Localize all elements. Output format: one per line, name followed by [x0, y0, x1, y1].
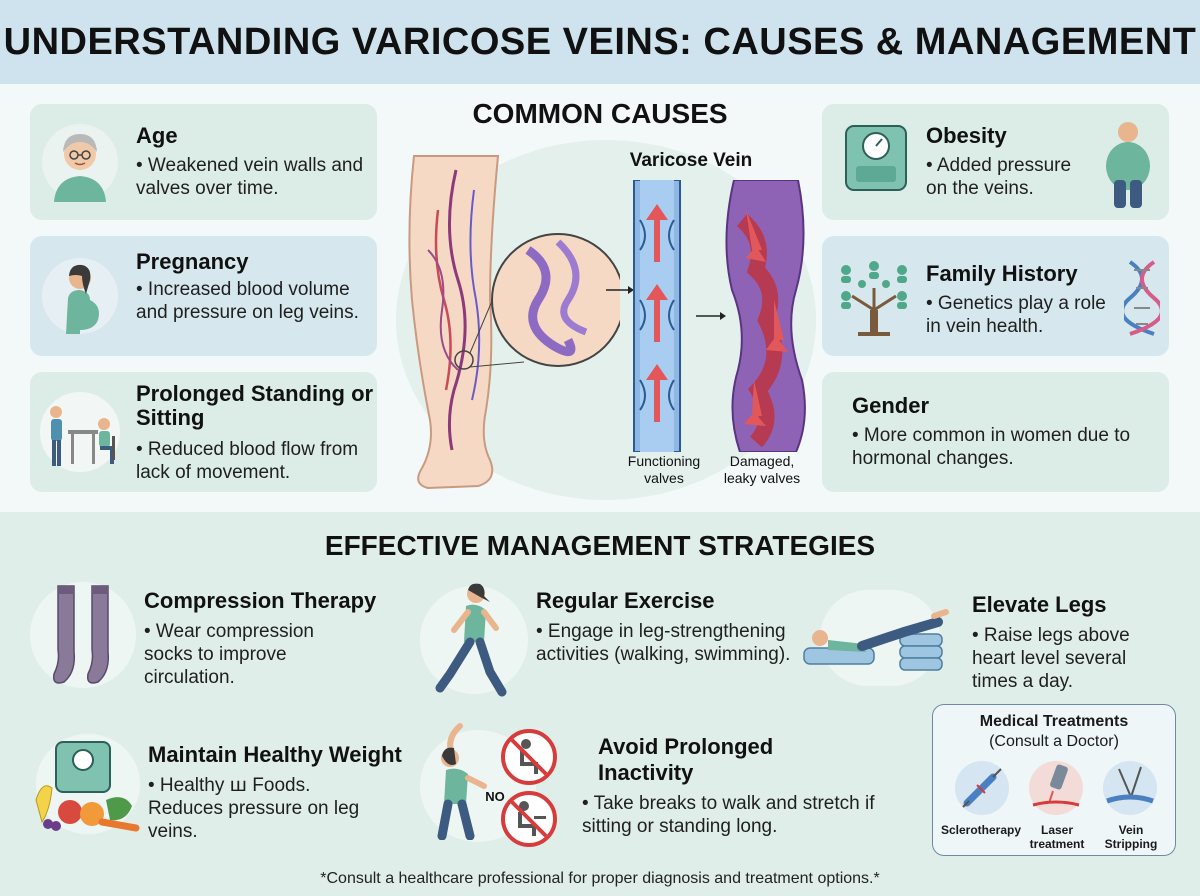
damaged-valves-label: Damaged, leaky valves — [723, 453, 801, 486]
weight-text: • Healthy ꟺ Foods. Reduces pressure on l… — [148, 775, 360, 842]
medical-title: Medical Treatments — [979, 713, 1129, 730]
dna-icon — [1124, 260, 1160, 336]
causes-heading: COMMON CAUSES — [472, 98, 728, 129]
elevated-legs-icon — [803, 609, 949, 671]
compression-text: • Wear compression socks to improve circ… — [144, 621, 314, 688]
standing-title: Prolonged Standing or Sitting — [136, 381, 374, 430]
pregnancy-title: Pregnancy — [136, 249, 249, 274]
medical-treatments-box: Medical Treatments (Consult a Doctor) Sc… — [932, 704, 1176, 856]
laser-label: Laser treatment — [1029, 823, 1085, 851]
no-sitting-icon — [501, 729, 557, 785]
cause-card-family: Family History • Genetics play a role in… — [822, 236, 1169, 356]
family-title: Family History — [926, 261, 1078, 286]
elevate-text: • Raise legs above heart level several t… — [972, 625, 1130, 692]
age-text: • Weakened vein walls and valves over ti… — [136, 155, 364, 199]
cause-card-age: Age • Weakened vein walls and valves ove… — [30, 104, 377, 220]
stripping-label: Vein Stripping — [1104, 823, 1158, 851]
weight-title: Maintain Healthy Weight — [148, 742, 402, 767]
cause-card-pregnancy: Pregnancy • Increased blood volume and p… — [30, 236, 377, 356]
cause-card-obesity: Obesity • Added pressure on the veins. — [822, 104, 1169, 220]
standing-sitting-icon — [40, 392, 120, 472]
cause-card-gender: Gender • More common in women due to hor… — [822, 372, 1169, 492]
gender-text: • More common in women due to hormonal c… — [852, 425, 1131, 469]
scale-icon — [845, 125, 907, 191]
inactivity-title: Avoid Prolonged Inactivity — [598, 734, 774, 785]
family-text: • Genetics play a role in vein health. — [926, 293, 1106, 337]
varicose-vein-label: Varicose Vein — [629, 150, 753, 171]
elevate-title: Elevate Legs — [972, 592, 1107, 617]
healthy-food-scale-icon — [35, 741, 140, 832]
vein-stripping-icon — [1103, 761, 1157, 815]
gender-title: Gender — [852, 393, 930, 418]
vein-comparison-diagram — [606, 180, 806, 452]
exercise-title: Regular Exercise — [536, 588, 715, 613]
pregnant-woman-icon — [42, 258, 118, 334]
functioning-valves-label: Functioning valves — [627, 453, 701, 486]
age-title: Age — [136, 123, 178, 148]
medical-subtitle: (Consult a Doctor) — [989, 733, 1119, 750]
running-woman-icon — [435, 583, 507, 697]
exercise-text: • Engage in leg-strengthening activities… — [536, 621, 791, 665]
obesity-title: Obesity — [926, 123, 1007, 148]
laser-icon — [1029, 761, 1083, 815]
family-tree-icon — [841, 261, 907, 336]
header-banner: UNDERSTANDING VARICOSE VEINS: CAUSES & M… — [0, 0, 1200, 84]
compression-title: Compression Therapy — [144, 588, 377, 613]
overweight-person-icon — [1106, 122, 1150, 208]
no-label: NO — [485, 789, 505, 804]
syringe-icon — [955, 761, 1009, 815]
obesity-text: • Added pressure on the veins. — [926, 155, 1072, 199]
no-sitting-desk-icon — [501, 791, 557, 847]
footnote: *Consult a healthcare professional for p… — [320, 870, 880, 887]
compression-socks-icon — [52, 585, 110, 684]
cause-card-standing: Prolonged Standing or Sitting • Reduced … — [30, 372, 377, 492]
management-heading: EFFECTIVE MANAGEMENT STRATEGIES — [324, 530, 876, 561]
inactivity-text: • Take breaks to walk and stretch if sit… — [582, 793, 875, 837]
elderly-person-icon — [42, 124, 118, 202]
pregnancy-text: • Increased blood volume and pressure on… — [136, 279, 359, 323]
page-title: UNDERSTANDING VARICOSE VEINS: CAUSES & M… — [3, 20, 1197, 63]
leg-illustration — [408, 155, 620, 490]
stretching-woman-icon — [437, 723, 487, 840]
standing-text: • Reduced blood flow from lack of moveme… — [136, 439, 359, 483]
sclerotherapy-label: Sclerotherapy — [940, 823, 1022, 837]
